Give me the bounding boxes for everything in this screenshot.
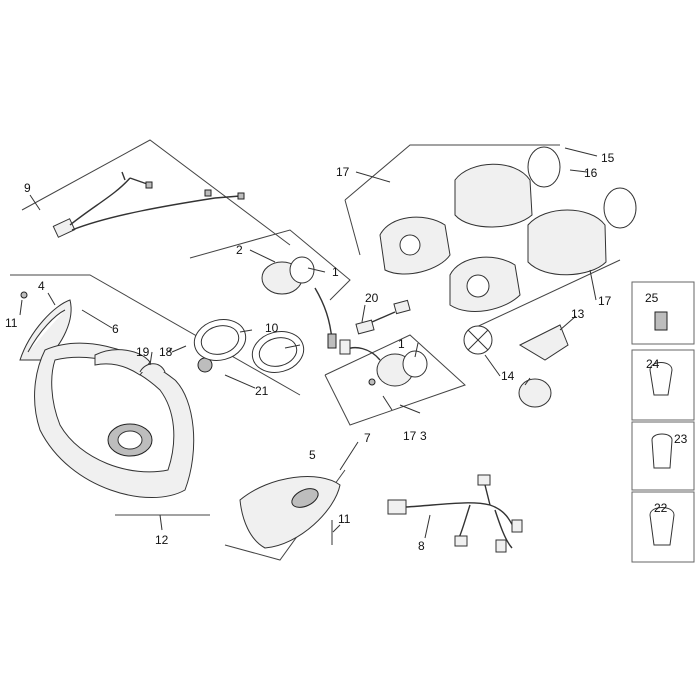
rear-cover-reflector <box>239 476 341 549</box>
callout-14: 14 <box>501 369 515 383</box>
wiring-harness-lower <box>387 474 523 553</box>
connector-20 <box>355 299 411 335</box>
callout-21: 21 <box>255 384 269 398</box>
callout-20: 20 <box>365 291 379 305</box>
callout-16: 16 <box>584 166 598 180</box>
turn-indicator-upper <box>261 256 337 349</box>
callout-9: 9 <box>24 181 31 195</box>
callout-17-lower: 17 <box>403 429 417 443</box>
callout-5: 5 <box>309 448 316 462</box>
callout-10: 10 <box>265 321 279 335</box>
callout-17-top: 17 <box>336 165 350 179</box>
callout-11-left: 11 <box>5 316 18 330</box>
callout-11-lower: 11 <box>338 512 351 526</box>
bulb-panel <box>631 281 695 563</box>
callout-4: 4 <box>38 279 45 293</box>
turn-indicator-lower <box>339 339 428 411</box>
callout-7: 7 <box>364 431 371 445</box>
callout-24: 24 <box>646 357 660 371</box>
callout-17-right: 17 <box>598 294 612 308</box>
callout-1-upper: 1 <box>332 265 339 279</box>
callout-25: 25 <box>645 291 659 305</box>
wiring-harness-upper <box>52 171 245 238</box>
position-light-rings <box>193 319 305 373</box>
callout-22: 22 <box>654 501 668 515</box>
callout-15: 15 <box>601 151 615 165</box>
callout-23: 23 <box>674 432 688 446</box>
leader-lines <box>19 147 598 539</box>
callout-19: 19 <box>136 345 150 359</box>
callout-13: 13 <box>571 307 585 321</box>
callout-12: 12 <box>155 533 169 547</box>
callout-1-lower: 1 <box>398 337 405 351</box>
group-frames <box>10 139 621 561</box>
headlamp-assembly <box>34 342 213 498</box>
callout-8: 8 <box>418 539 425 553</box>
callout-2: 2 <box>236 243 243 257</box>
callout-3: 3 <box>420 429 427 443</box>
lamp-sockets <box>463 324 569 408</box>
tail-light-housings <box>379 146 637 313</box>
callout-18: 18 <box>159 345 173 359</box>
clip-and-screw <box>139 345 187 373</box>
callout-6: 6 <box>112 322 119 336</box>
callout-labels: 9 2 1 17 15 16 17 4 11 6 20 13 10 19 18 … <box>5 151 688 553</box>
